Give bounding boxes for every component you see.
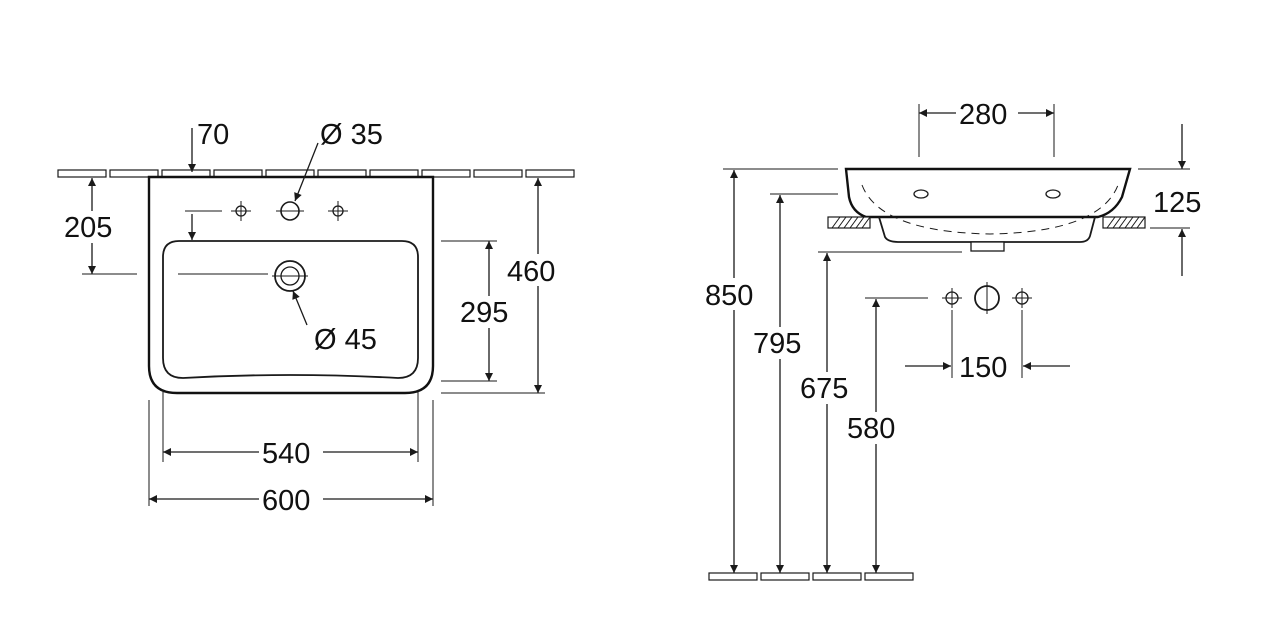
dim-overall-width: 600 [262, 485, 310, 517]
dim-waste-hole: Ø 45 [314, 324, 377, 356]
waste-outlet [970, 241, 1005, 252]
basin-lower-outline [878, 216, 1096, 243]
dim-supply-height: 580 [847, 413, 895, 445]
dim-tap-offset: 70 [197, 119, 229, 151]
floor-tiles [708, 572, 914, 581]
dim-tap-depth: 205 [64, 212, 112, 244]
dim-bowl-depth: 295 [460, 297, 508, 329]
dim-underside-height: 795 [753, 328, 801, 360]
dim-tap-spacing-top: 280 [959, 99, 1007, 131]
dim-bowl-width: 540 [262, 438, 310, 470]
dim-mount-height: 850 [705, 280, 753, 312]
side-view: 280 125 850 795 675 580 150 [703, 97, 1201, 581]
bowl-outline [162, 240, 419, 379]
wall-tiles [57, 169, 575, 178]
counter-right [1102, 216, 1146, 229]
dim-supply-spacing: 150 [959, 352, 1007, 384]
waste-hole [272, 260, 308, 292]
dim-overall-depth: 460 [507, 256, 555, 288]
front-view: 70 Ø 35 205 460 295 Ø 45 540 600 [57, 119, 575, 517]
basin-side-outline [844, 167, 1132, 219]
dim-rim-height: 125 [1153, 187, 1201, 219]
dim-waste-height: 675 [800, 373, 848, 405]
tap-holes [231, 201, 348, 221]
supply-connections [942, 282, 1032, 314]
counter-left [827, 216, 871, 229]
dim-tap-hole: Ø 35 [320, 119, 383, 151]
